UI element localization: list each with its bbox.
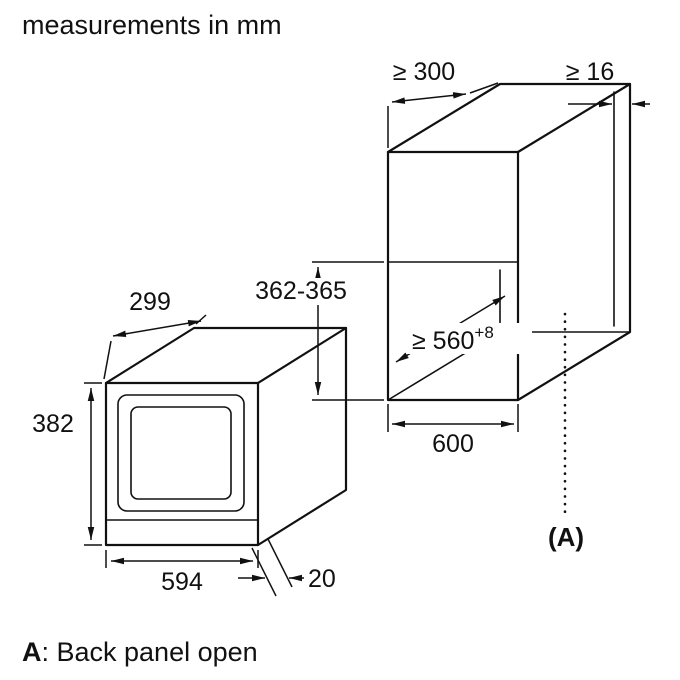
extension-line <box>469 82 499 94</box>
extension-line <box>267 538 293 588</box>
label-background <box>248 278 354 305</box>
dim-top-clearance: ≥ 300 <box>387 58 499 148</box>
extension-line <box>251 547 277 597</box>
dim-oven-width: 594 <box>105 550 259 596</box>
section-a-label: (A) <box>548 522 584 552</box>
dim-niche-height: 362-365 <box>248 261 384 401</box>
dim-door-protrusion: 20 <box>238 538 336 597</box>
niche-depth-value: ≥ 560 <box>412 327 474 355</box>
dimension-arrow <box>391 92 467 104</box>
dim-oven-height: 382 <box>32 382 102 546</box>
footnote: A: Back panel open <box>22 637 258 667</box>
dim-niche-height-label: 362-365 <box>255 277 347 305</box>
cabinet-front-face <box>386 150 520 402</box>
dim-niche-depth: ≥ 560+8 <box>395 295 532 363</box>
oven-top-face <box>104 326 348 385</box>
oven-drawing <box>104 326 348 547</box>
footnote-key: A <box>22 637 42 667</box>
dim-niche-width: 600 <box>387 404 519 458</box>
dimension-arrow <box>112 319 202 338</box>
section-indicator: (A) <box>548 312 584 552</box>
extension-line <box>195 314 207 325</box>
dim-oven-depth: 299 <box>103 288 207 380</box>
dim-oven-width-label: 594 <box>161 568 203 596</box>
dim-oven-depth-label: 299 <box>129 288 171 316</box>
extension-line <box>103 340 112 380</box>
dim-door-protrusion-label: 20 <box>308 565 336 593</box>
footnote-text: : Back panel open <box>42 637 258 667</box>
oven-side-face <box>256 326 348 547</box>
dim-niche-width-label: 600 <box>432 430 474 458</box>
label-background <box>406 323 532 354</box>
dim-top-clearance-label: ≥ 300 <box>393 58 455 86</box>
dim-rear-gap-label: ≥ 16 <box>566 58 614 86</box>
dim-niche-depth-label: ≥ 560+8 <box>412 323 494 355</box>
diagram-title: measurements in mm <box>22 10 282 40</box>
cabinet-top-face <box>386 82 632 154</box>
oven-door <box>117 394 245 512</box>
niche-depth-tolerance: +8 <box>474 323 493 342</box>
dim-rear-gap: ≥ 16 <box>566 58 650 108</box>
cabinet-drawing <box>386 82 632 402</box>
dim-oven-height-label: 382 <box>32 410 74 438</box>
oven-door-window <box>130 406 232 500</box>
